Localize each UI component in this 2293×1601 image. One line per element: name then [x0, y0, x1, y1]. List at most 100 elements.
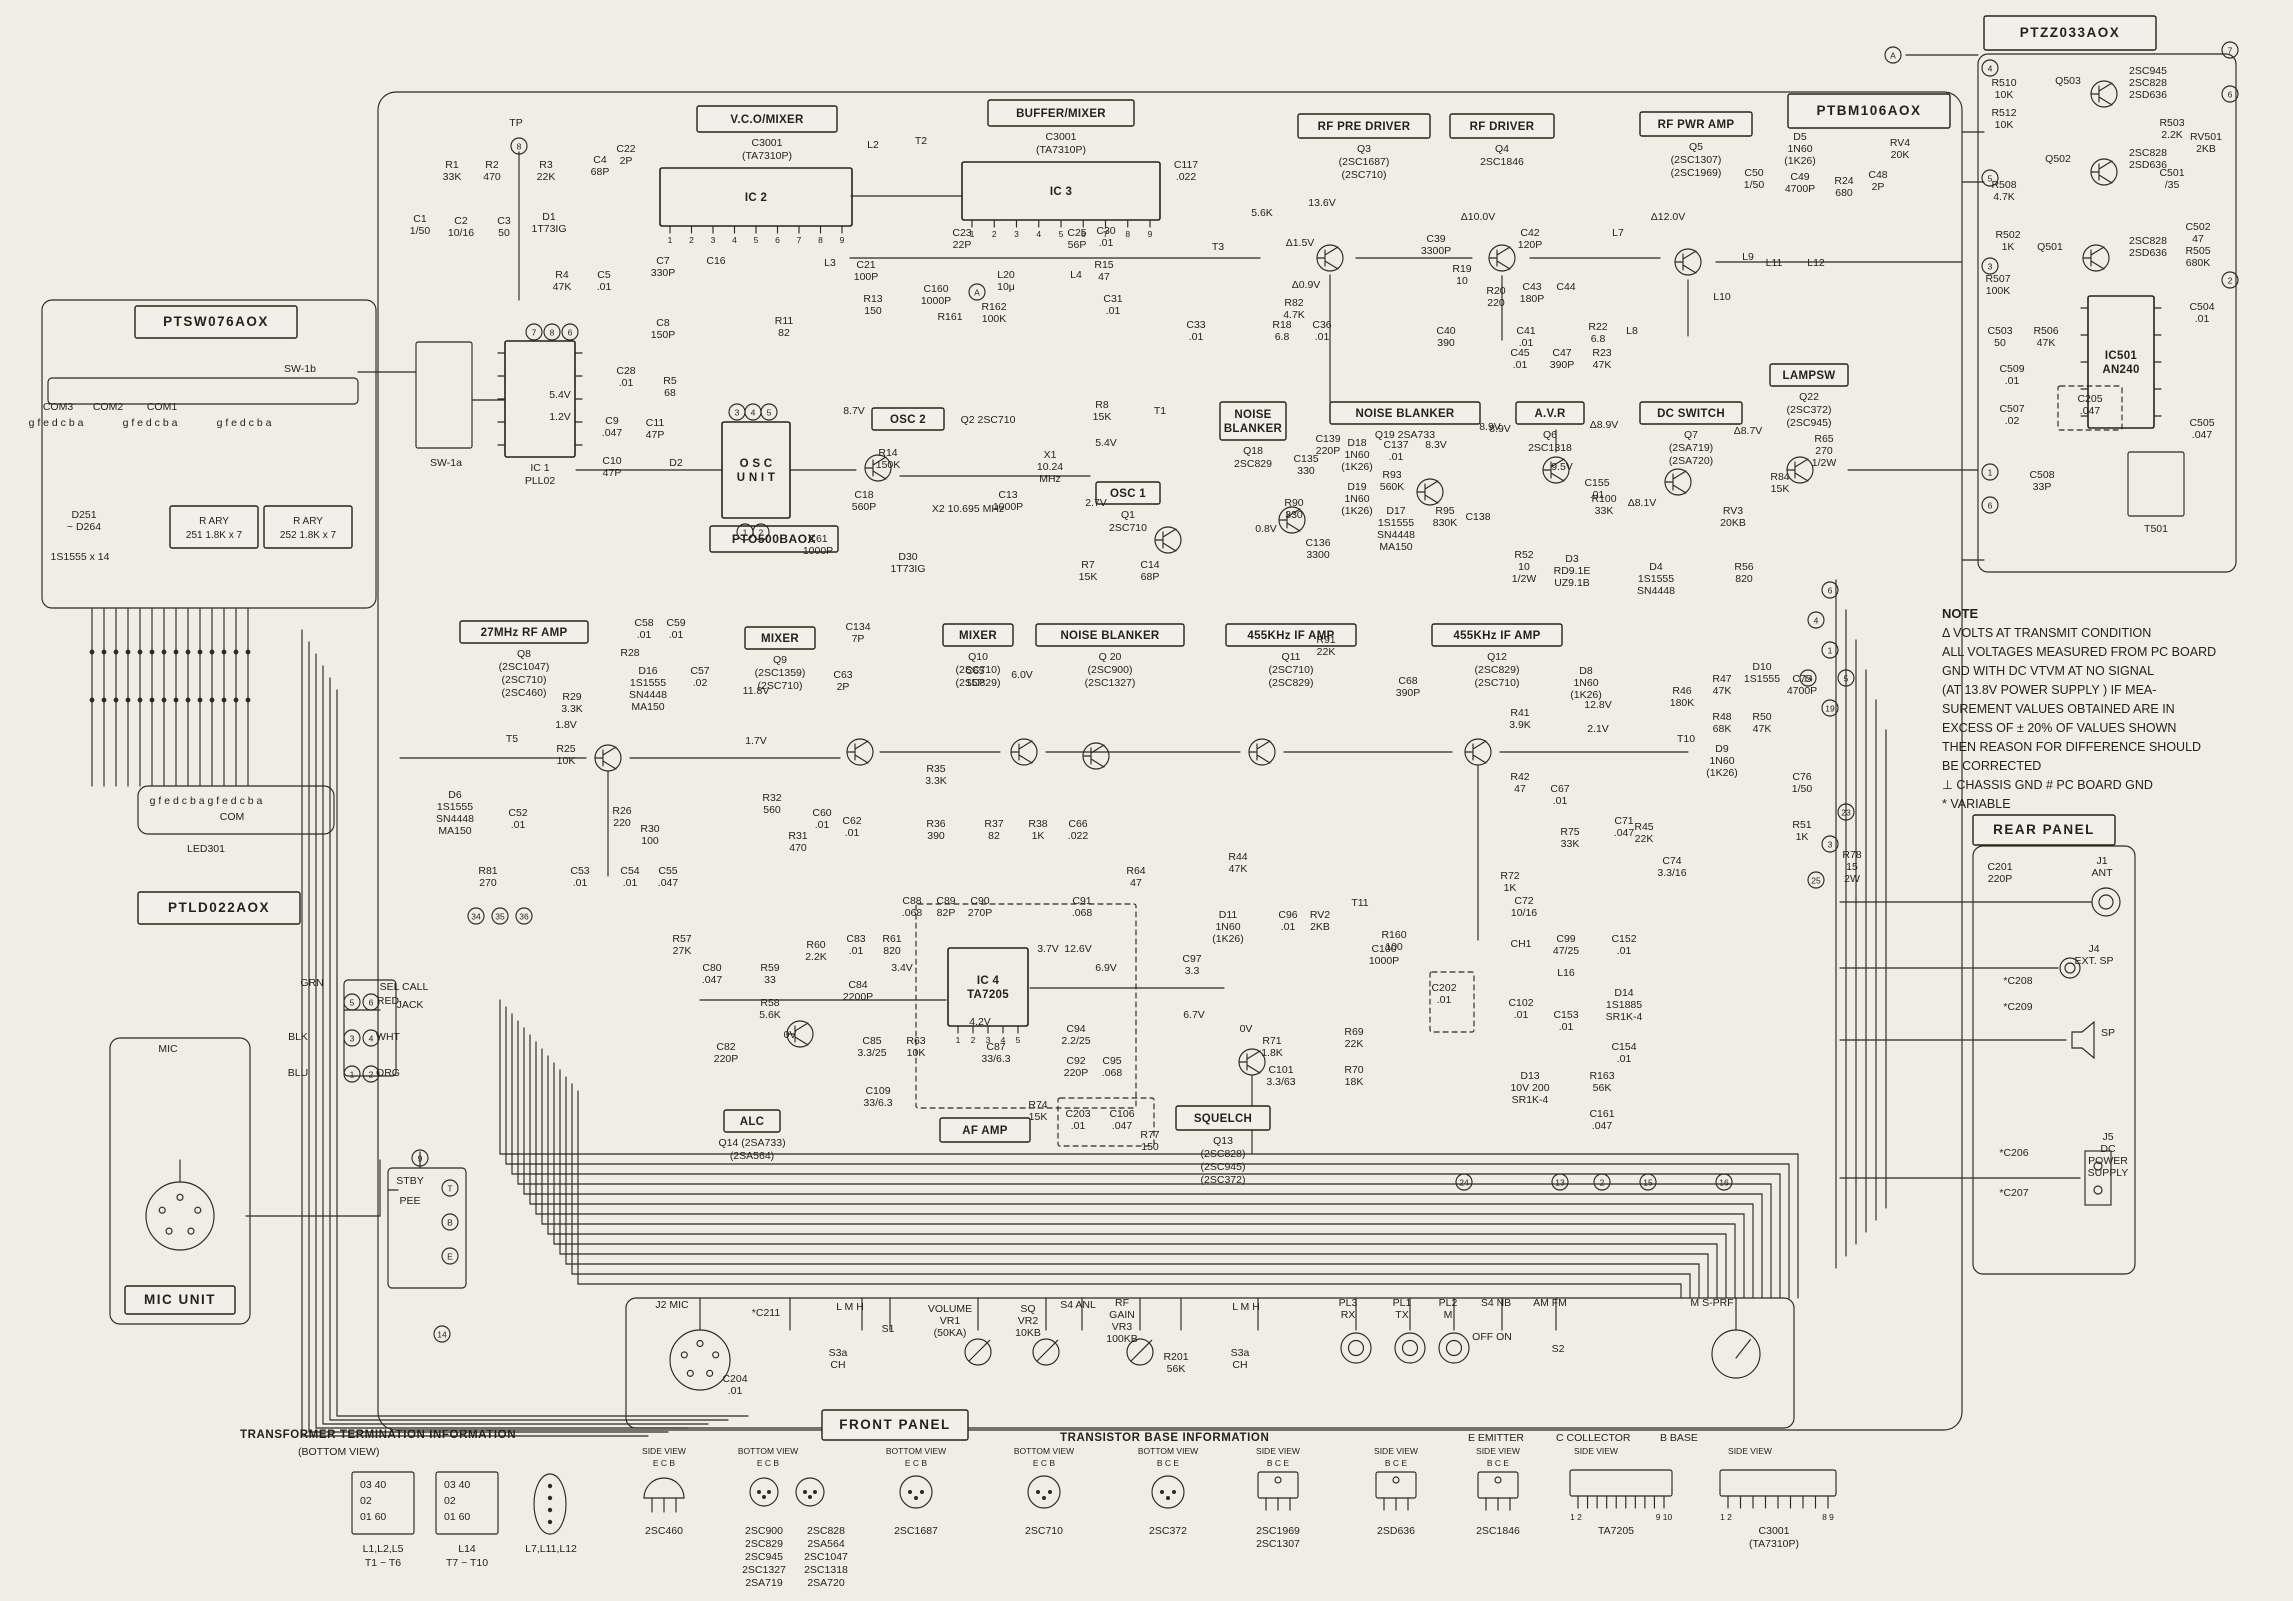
buffer-mixer-title: BUFFER/MIXER: [1016, 108, 1106, 120]
avr-part: 2SC1318: [1528, 442, 1572, 454]
package-name: 2SC372: [1149, 1525, 1187, 1537]
schematic-shape: 10K: [1995, 119, 2014, 131]
schematic-shape: 47: [1098, 271, 1110, 283]
schematic-shape: MA150: [1379, 541, 1412, 553]
schematic-shape: [145, 1181, 215, 1251]
noise-blanker-2-part: Q19 2SA733: [1375, 429, 1435, 441]
junction-number: 2: [759, 528, 764, 538]
sw1b-bar: [47, 377, 359, 405]
package-pins-label: E C B: [905, 1458, 928, 1468]
schematic-shape: C7: [656, 255, 670, 267]
note-line: NOTE: [1942, 606, 1978, 621]
schematic-shape: C95: [1102, 1055, 1121, 1067]
front_panel-label: S2: [1552, 1343, 1565, 1355]
schematic-shape: PL2: [1439, 1297, 1458, 1309]
schematic-shape: 22K: [1317, 646, 1336, 658]
mic-unit-box: [109, 1037, 251, 1325]
schematic-shape: R4: [555, 269, 569, 281]
schematic-shape: C74: [1662, 855, 1681, 867]
package-pins-label: E C B: [1033, 1458, 1056, 1468]
schematic-shape: 10.24: [1037, 461, 1063, 473]
schematic-shape: C92: [1066, 1055, 1085, 1067]
volume-pot: [964, 1338, 992, 1366]
transformer-caption: T7 ~ T10: [446, 1557, 488, 1569]
led301-box: [137, 785, 335, 835]
rf_chain-label: L12: [1807, 257, 1825, 269]
schematic-shape: [964, 1338, 992, 1366]
junction-circle: [1837, 803, 1855, 821]
schematic-shape: R70: [1344, 1064, 1363, 1076]
pll-label: L2: [867, 139, 879, 151]
ic1-part: PLL02: [525, 475, 556, 487]
schematic-shape: .01: [637, 629, 652, 641]
package-view-label: BOTTOM VIEW: [886, 1446, 946, 1456]
noise-blanker-3: [1035, 623, 1185, 647]
schematic-shape: C1: [413, 213, 427, 225]
vco-mixer-part: (TA7310P): [742, 150, 792, 162]
schematic-shape: 150K: [876, 459, 901, 471]
schematic-shape: 33/6.3: [863, 1097, 892, 1109]
schematic-shape: R13: [863, 293, 882, 305]
schematic-shape: R24: [1834, 175, 1853, 187]
schematic-shape: 1S1555: [1744, 673, 1780, 685]
junction-circle: [441, 1213, 459, 1231]
ic-pin-number: 8: [818, 235, 823, 245]
rf-amp-27mhz-part: Q8: [517, 648, 531, 660]
schematic-shape: R503: [2159, 117, 2184, 129]
ic-pin-number: 6: [775, 235, 780, 245]
transformer-pin-row: 01 60: [360, 1511, 386, 1523]
junction-circle: [515, 907, 533, 925]
noise-blanker-3-part: (2SC900): [1088, 664, 1133, 676]
ic-pin-number: 7: [1103, 229, 1108, 239]
schematic-shape: .047: [1592, 1120, 1613, 1132]
package-pins-label: B C E: [1157, 1458, 1180, 1468]
schematic-shape: R3: [539, 159, 553, 171]
schematic-shape: 1S1885: [1606, 999, 1642, 1011]
sip-pin-numbers: 9 10: [1656, 1512, 1673, 1522]
left_side-label: SEL CALL: [380, 981, 429, 993]
schematic-shape: SN4448: [1637, 585, 1675, 597]
left_side-label: GRN: [300, 977, 323, 989]
diode-array-dot: [89, 649, 95, 655]
schematic-shape: C18: [854, 489, 873, 501]
ic4: [947, 947, 1029, 1027]
schematic-shape: 2200P: [843, 991, 873, 1003]
ic-pin-number: 5: [1059, 229, 1064, 239]
note-line: SUREMENT VALUES OBTAINED ARE IN: [1942, 702, 2175, 716]
rf-driver-title: RF DRIVER: [1470, 121, 1535, 133]
left_side-label: STBY: [396, 1175, 423, 1187]
schematic-shape: 4.7K: [1993, 191, 2015, 203]
schematic-shape: C30: [1096, 225, 1115, 237]
left_side-label: ORG: [376, 1067, 400, 1079]
package-name: 2SA564: [807, 1538, 845, 1550]
transistor-symbol: [2090, 82, 2113, 106]
diode-array-dot: [161, 649, 167, 655]
schematic-shape: R163: [1589, 1070, 1614, 1082]
sw-matrix: [415, 341, 473, 449]
osc2: [871, 407, 945, 431]
transistor-symbol: [1278, 508, 1301, 532]
schematic-shape: [712, 1351, 720, 1359]
schematic-shape: 82: [778, 327, 790, 339]
dc-switch-part: (2SA720): [1669, 455, 1713, 467]
schematic-shape: .01: [573, 877, 588, 889]
schematic-shape: [1042, 1496, 1046, 1500]
front_panel-label: OFF ON: [1472, 1331, 1512, 1343]
schematic-shape: 7P: [852, 633, 865, 645]
rear_panel-label: SP: [2101, 1027, 2115, 1039]
schematic-shape: C14: [1140, 559, 1159, 571]
schematic-shape: C97: [1182, 953, 1201, 965]
